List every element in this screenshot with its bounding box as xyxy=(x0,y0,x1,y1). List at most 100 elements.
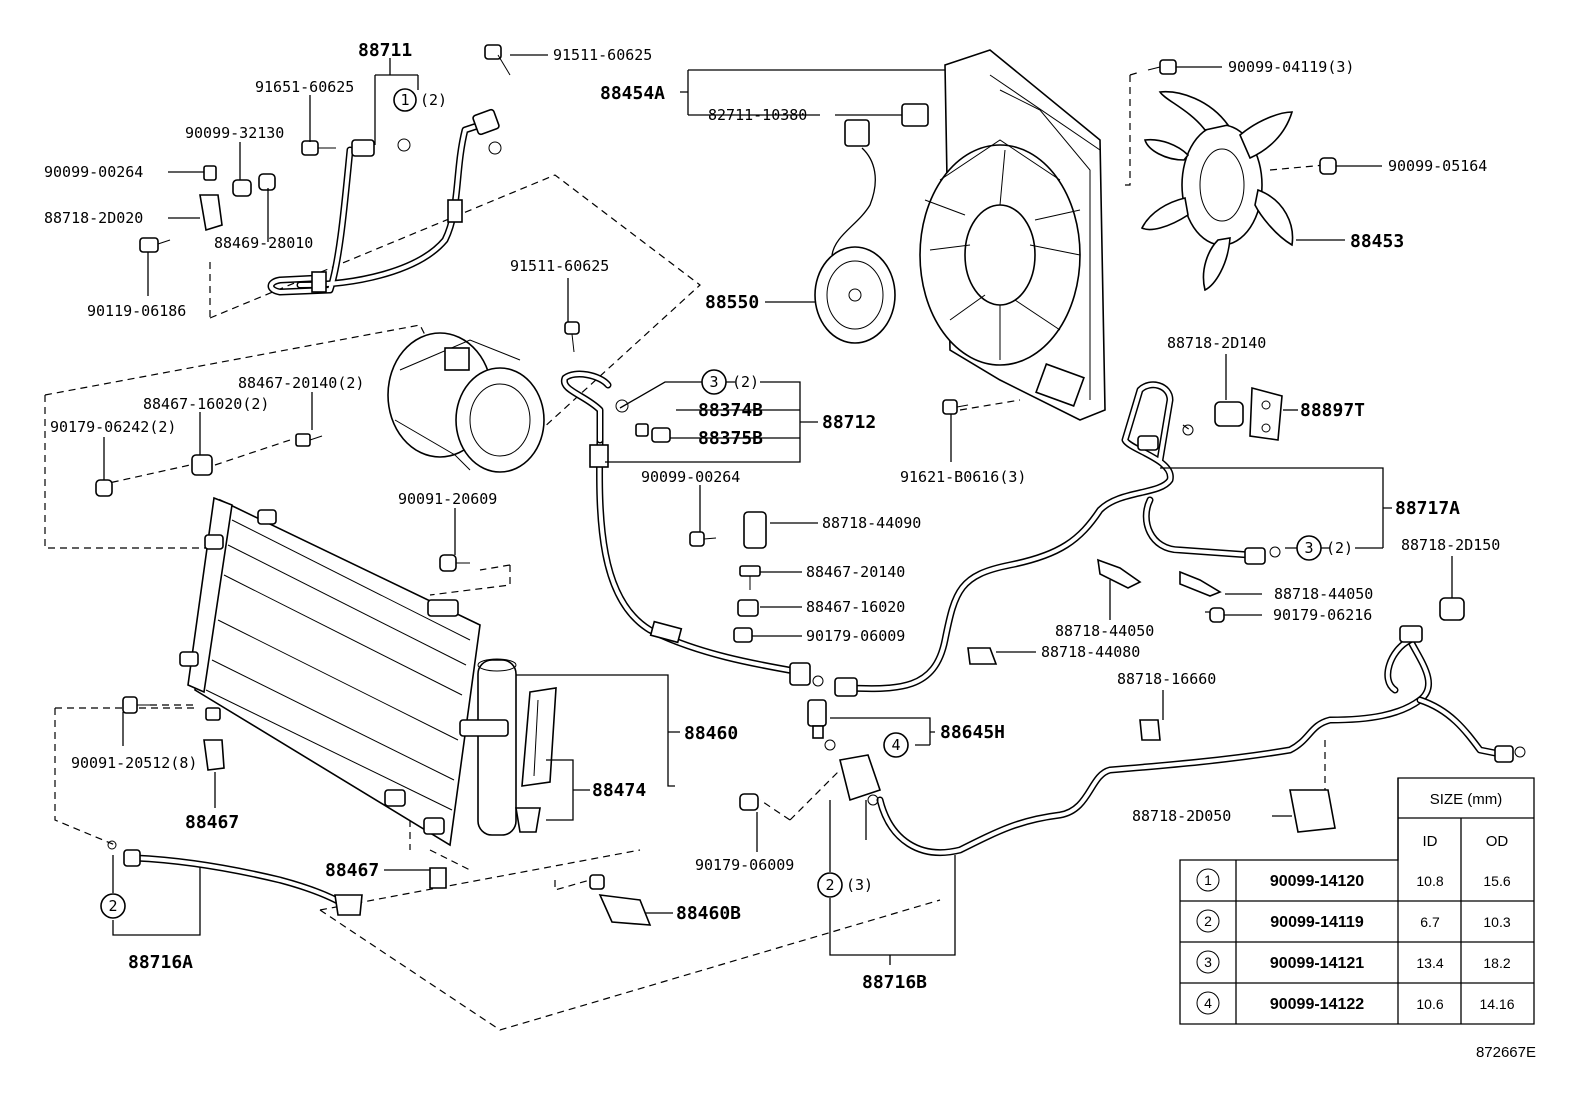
filter-88474 xyxy=(515,687,557,833)
fan-shroud-88454A xyxy=(901,49,1106,421)
label-88460: 88460 xyxy=(684,723,738,744)
svg-text:90099-14122: 90099-14122 xyxy=(1270,996,1364,1013)
label-91621-B0616: 91621-B0616(3) xyxy=(900,468,1026,486)
label-88453: 88453 xyxy=(1350,231,1404,252)
size-table-header: SIZE (mm) xyxy=(1430,791,1503,808)
label-88718-44090: 88718-44090 xyxy=(822,514,921,532)
label-90099-04119: 90099-04119(3) xyxy=(1228,58,1354,76)
svg-text:2: 2 xyxy=(1204,913,1212,929)
condenser-mount-parts xyxy=(95,433,470,889)
label-90099-00264-mid: 90099-00264 xyxy=(641,468,740,486)
leader-lines xyxy=(103,54,1453,965)
svg-text:3: 3 xyxy=(709,373,718,391)
svg-text:(3): (3) xyxy=(846,876,873,894)
label-88467-20140-2: 88467-20140(2) xyxy=(238,374,364,392)
small-fasteners-top-left xyxy=(139,44,511,253)
label-90091-20512: 90091-20512(8) xyxy=(71,754,197,772)
fan-88453 xyxy=(1140,59,1337,292)
svg-text:10.8: 10.8 xyxy=(1416,873,1443,889)
svg-text:1: 1 xyxy=(400,91,409,109)
svg-text:6.7: 6.7 xyxy=(1420,914,1440,930)
pipes-88717A-88716B xyxy=(812,381,1526,857)
compressor xyxy=(387,332,545,473)
label-90099-32130: 90099-32130 xyxy=(185,124,284,142)
size-table-row: 4 90099-14122 10.6 14.16 xyxy=(1196,991,1515,1015)
part-labels: 88711 91511-60625 91651-60625 90099-3213… xyxy=(44,40,1500,993)
ref-circle-2-left: 2 xyxy=(100,893,126,919)
label-88711: 88711 xyxy=(358,40,412,61)
label-88716A: 88716A xyxy=(128,952,193,973)
label-88467-16020: 88467-16020 xyxy=(806,598,905,616)
label-88374B: 88374B xyxy=(698,400,763,421)
label-88718-44050-left: 88718-44050 xyxy=(1055,622,1154,640)
fan-motor-88550 xyxy=(814,119,896,344)
ref-circle-1: 1 (2) xyxy=(393,88,447,112)
label-90099-00264-top: 90099-00264 xyxy=(44,163,143,181)
svg-text:90099-14119: 90099-14119 xyxy=(1270,914,1364,931)
svg-text:4: 4 xyxy=(891,736,900,754)
label-88718-2D020: 88718-2D020 xyxy=(44,209,143,227)
label-88467-20140: 88467-20140 xyxy=(806,563,905,581)
figure-id: 872667E xyxy=(1476,1044,1536,1061)
svg-text:3: 3 xyxy=(1204,954,1212,970)
label-88897T: 88897T xyxy=(1300,400,1365,421)
label-90091-20609: 90091-20609 xyxy=(398,490,497,508)
label-88454A: 88454A xyxy=(600,83,665,104)
pressure-switch-88645H xyxy=(807,699,882,802)
label-88467-left: 88467 xyxy=(185,812,239,833)
hose-88716A xyxy=(107,840,363,916)
receiver-drier-88460 xyxy=(427,599,517,836)
svg-text:15.6: 15.6 xyxy=(1483,873,1510,889)
label-88718-44080: 88718-44080 xyxy=(1041,643,1140,661)
ref-circle-3-upper: 3 (2) xyxy=(701,369,759,395)
label-90179-06242: 90179-06242(2) xyxy=(50,418,176,436)
ref-circle-4: 4 xyxy=(883,732,909,758)
label-82711-10380: 82711-10380 xyxy=(708,106,807,124)
label-88550: 88550 xyxy=(705,292,759,313)
label-91651-60625: 91651-60625 xyxy=(255,78,354,96)
label-88718-16660: 88718-16660 xyxy=(1117,670,1216,688)
size-table: SIZE (mm) ID OD 1 90099-14120 10.8 15.6 … xyxy=(1179,777,1535,1025)
label-90179-06009-lower: 90179-06009 xyxy=(695,856,794,874)
label-88712: 88712 xyxy=(822,412,876,433)
label-90119-06186: 90119-06186 xyxy=(87,302,186,320)
svg-text:90099-14121: 90099-14121 xyxy=(1270,955,1364,972)
svg-text:(2): (2) xyxy=(1326,539,1353,557)
label-88467-16020-2: 88467-16020(2) xyxy=(143,395,269,413)
label-88718-44050-right: 88718-44050 xyxy=(1274,585,1373,603)
svg-text:2: 2 xyxy=(108,897,117,915)
label-90099-05164: 90099-05164 xyxy=(1388,157,1487,175)
svg-text:3: 3 xyxy=(1304,539,1313,557)
size-table-row: 1 90099-14120 10.8 15.6 xyxy=(1196,868,1511,892)
svg-text:(2): (2) xyxy=(732,373,759,391)
label-88716B: 88716B xyxy=(862,972,927,993)
ref-circle-3-lower: 3 (2) xyxy=(1296,535,1353,561)
bracket-88460B xyxy=(589,874,652,926)
label-88645H: 88645H xyxy=(940,722,1005,743)
svg-text:90099-14120: 90099-14120 xyxy=(1270,873,1364,890)
svg-text:10.6: 10.6 xyxy=(1416,996,1443,1012)
label-88718-2D050: 88718-2D050 xyxy=(1132,807,1231,825)
svg-text:2: 2 xyxy=(825,876,834,894)
bolt-91621 xyxy=(942,399,958,415)
size-table-col-od: OD xyxy=(1486,833,1509,850)
svg-text:(2): (2) xyxy=(420,91,447,109)
svg-text:13.4: 13.4 xyxy=(1416,955,1443,971)
label-88469-28010: 88469-28010 xyxy=(214,234,313,252)
size-table-row: 3 90099-14121 13.4 18.2 xyxy=(1196,950,1511,974)
label-90179-06216: 90179-06216 xyxy=(1273,606,1372,624)
svg-text:14.16: 14.16 xyxy=(1479,996,1514,1012)
condenser xyxy=(179,496,481,847)
label-91511-60625-top: 91511-60625 xyxy=(553,46,652,64)
ref-circle-2-bottom: 2 (3) xyxy=(817,872,873,898)
label-88718-2D140: 88718-2D140 xyxy=(1167,334,1266,352)
label-91511-60625-mid: 91511-60625 xyxy=(510,257,609,275)
label-88460B: 88460B xyxy=(676,903,741,924)
bolt-shaft xyxy=(956,404,969,408)
suction-hose-88712 xyxy=(560,321,811,686)
svg-text:18.2: 18.2 xyxy=(1483,955,1510,971)
clamps-right xyxy=(689,386,1465,833)
size-table-col-id: ID xyxy=(1423,833,1438,850)
discharge-hose-88711 xyxy=(267,108,500,296)
